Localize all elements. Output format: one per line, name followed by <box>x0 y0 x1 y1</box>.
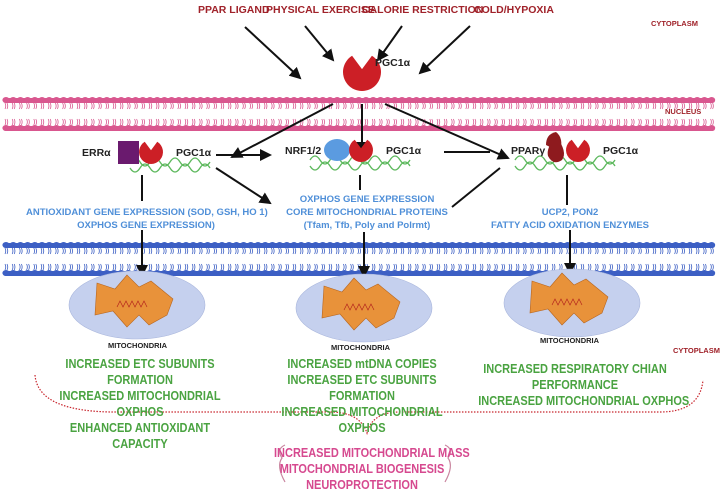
arrow-calorie-restriction <box>376 25 403 62</box>
trigger-physical-exercise: PHYSICAL EXERCISE <box>266 4 375 16</box>
arrow-physical-exercise <box>304 25 335 62</box>
region-nucleus: NUCLEUS <box>665 107 702 116</box>
pgc1a-label-ppar: PGC1α <box>603 145 639 157</box>
arrow-to-err <box>230 103 334 158</box>
pgc1a-ppar <box>566 139 590 162</box>
pgc1a-central <box>342 55 381 91</box>
final-outcomes: INCREASED MITOCHONDRIAL MASS MITOCHONDRI… <box>274 446 470 492</box>
mitochondria-label-2: MITOCHONDRIA <box>331 343 391 352</box>
region-cytoplasm-bottom: CYTOPLASM <box>673 346 720 355</box>
outcomes-nrf: INCREASED mtDNA COPIES INCREASED ETC SUB… <box>281 357 443 435</box>
mitochondrion-3 <box>503 268 641 338</box>
mitochondrion-2 <box>295 273 433 343</box>
final-brace-right <box>444 444 451 483</box>
mitochondria-label-3: MITOCHONDRIA <box>540 336 600 345</box>
mitochondrion-1 <box>68 270 206 340</box>
pgc1a-label-nrf: PGC1α <box>386 145 422 157</box>
arrow-ppar-ligand <box>244 26 302 80</box>
trigger-cold-hypoxia: COLD/HYPOXIA <box>474 4 554 16</box>
arrow-err-to-expression <box>215 167 272 205</box>
trigger-ppar-ligand: PPAR LIGAND <box>198 4 270 16</box>
outcomes-ppar: INCREASED RESPIRATORY CHIAN PERFORMANCE … <box>478 362 690 408</box>
expression-ppar: UCP2, PON2 FATTY ACID OXIDATION ENZYMES <box>491 207 649 231</box>
expression-nrf: OXPHOS GENE EXPRESSION CORE MITOCHONDRIA… <box>286 194 448 231</box>
arrow-to-ppar <box>384 103 510 160</box>
line-ppar-to-nrf-expression <box>451 167 501 208</box>
mitochondria-label-1: MITOCHONDRIA <box>108 341 168 350</box>
trigger-calorie-restriction: CALORIE RESTRICTION <box>362 4 484 16</box>
nrf-label: NRF1/2 <box>285 145 322 157</box>
mitochondrial-membrane <box>2 242 716 276</box>
nrf-ellipse <box>324 139 350 161</box>
outcome-brace <box>34 374 704 436</box>
outcomes-err: INCREASED ETC SUBUNITS FORMATION INCREAS… <box>59 357 221 451</box>
region-cytoplasm-top: CYTOPLASM <box>651 19 698 28</box>
errα-square <box>118 141 139 164</box>
expression-err: ANTIOXIDANT GENE EXPRESSION (SOD, GSH, H… <box>26 207 268 231</box>
pgc1a-label-err: PGC1α <box>176 147 212 159</box>
final-brace-left <box>279 444 286 483</box>
errα-label: ERRα <box>82 147 111 159</box>
dna-err <box>129 157 211 173</box>
arrow-cold-hypoxia <box>418 25 471 75</box>
pgc1a-label-central: PGC1α <box>375 57 411 69</box>
pgc1a-err <box>139 141 163 164</box>
pgc1a-nrf <box>349 139 373 162</box>
pparγ-label: PPARγ <box>511 145 546 157</box>
dna-ppar <box>514 155 616 171</box>
nuclear-membrane <box>2 97 716 131</box>
